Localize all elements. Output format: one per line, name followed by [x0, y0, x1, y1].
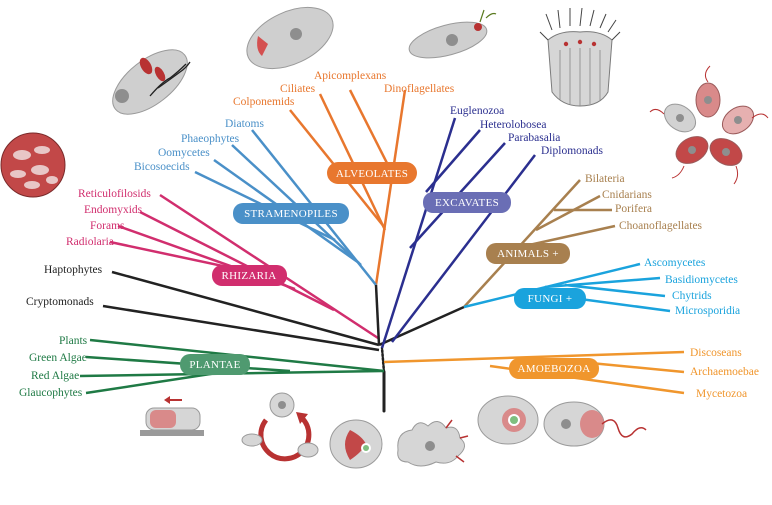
taxon-label-oomycetes: Oomycetes — [158, 147, 210, 159]
illustration-ciliate-cell — [246, 6, 334, 70]
illustration-flagellate-amoeba — [543, 401, 647, 447]
taxon-label-glaucophytes: Glaucophytes — [19, 387, 83, 399]
svg-text:ALVEOLATES: ALVEOLATES — [336, 168, 408, 180]
illustration-rosette-colony — [649, 65, 769, 185]
taxon-label-basidiomycetes: Basidiomycetes — [665, 274, 738, 286]
illustration-dinoflagellate-cell — [408, 9, 497, 59]
taxon-label-apicomplexans: Apicomplexans — [314, 70, 387, 82]
taxon-label-bilateria: Bilateria — [585, 173, 625, 185]
taxon-label-diplomonads: Diplomonads — [541, 145, 603, 157]
illustration-life-cycle — [241, 392, 319, 462]
branches-excavates — [380, 117, 536, 349]
taxon-label-endomyxids: Endomyxids — [84, 204, 143, 216]
group-label-stramenopiles: STRAMENOPILES — [233, 203, 349, 224]
taxon-label-diatoms: Diatoms — [225, 118, 264, 130]
taxon-label-radiolaria: Radiolaria — [66, 236, 114, 248]
svg-text:RHIZARIA: RHIZARIA — [222, 270, 277, 282]
taxon-label-archaemoebae: Archaemoebae — [690, 366, 759, 378]
taxon-label-dinoflagellates: Dinoflagellates — [384, 83, 455, 95]
svg-text:STRAMENOPILES: STRAMENOPILES — [244, 208, 338, 220]
taxon-label-ascomycetes: Ascomycetes — [644, 257, 706, 269]
group-label-rhizaria: RHIZARIA — [212, 265, 287, 286]
group-label-plantae: PLANTAE — [180, 354, 250, 375]
illustration-encysted-cell — [477, 395, 539, 445]
illustration-phagocytic-cell — [329, 419, 383, 469]
taxon-label-haptophytes: Haptophytes — [44, 264, 103, 276]
illustration-gliding-cell — [140, 396, 204, 436]
taxon-label-parabasalia: Parabasalia — [508, 132, 560, 144]
tree-trunk — [380, 346, 386, 413]
group-label-amoebozoa: AMOEBOZOA — [509, 358, 599, 379]
group-label-fungi: FUNGI + — [514, 288, 586, 309]
taxon-label-euglenozoa: Euglenozoa — [450, 105, 504, 117]
taxon-label-reticulofilosids: Reticulofilosids — [78, 188, 151, 200]
illustration-radiolarian-cell — [0, 132, 66, 198]
taxon-label-forams: Forams — [90, 220, 125, 232]
illustration-choanoflagellate-colony — [539, 7, 621, 107]
taxon-label-cnidarians: Cnidarians — [602, 189, 652, 201]
taxon-label-phaeophytes: Phaeophytes — [181, 133, 240, 145]
taxon-label-green-algae: Green Algae — [29, 352, 87, 364]
illustration-apicomplexan-cell — [112, 49, 191, 115]
taxon-label-porifera: Porifera — [615, 203, 652, 215]
svg-text:PLANTAE: PLANTAE — [189, 359, 240, 371]
taxon-label-discoseans: Discoseans — [690, 347, 742, 359]
taxon-label-colponemids: Colponemids — [233, 96, 295, 108]
branches-black — [102, 270, 465, 352]
taxon-label-choanoflagellates: Choanoflagellates — [619, 220, 703, 232]
taxon-label-heterolobosea: Heterolobosea — [480, 119, 546, 131]
group-label-animals: ANIMALS + — [486, 243, 570, 264]
group-label-excavates: EXCAVATES — [423, 192, 511, 213]
taxon-label-cryptomonads: Cryptomonads — [26, 296, 94, 308]
svg-text:AMOEBOZOA: AMOEBOZOA — [518, 363, 591, 375]
svg-text:FUNGI +: FUNGI + — [528, 293, 573, 305]
taxon-label-bicosoecids: Bicosoecids — [134, 161, 190, 173]
taxon-label-chytrids: Chytrids — [672, 290, 712, 302]
taxon-label-microsporidia: Microsporidia — [675, 305, 740, 317]
svg-text:EXCAVATES: EXCAVATES — [435, 197, 499, 209]
taxon-label-red-algae: Red Algae — [31, 370, 79, 382]
taxon-label-mycetozoa: Mycetozoa — [696, 388, 747, 400]
group-label-alveolates: ALVEOLATES — [327, 162, 417, 184]
taxon-label-ciliates: Ciliates — [280, 83, 316, 95]
svg-text:ANIMALS +: ANIMALS + — [497, 248, 559, 260]
illustration-amoeba-cell — [397, 419, 469, 467]
taxon-label-plants: Plants — [59, 335, 88, 347]
